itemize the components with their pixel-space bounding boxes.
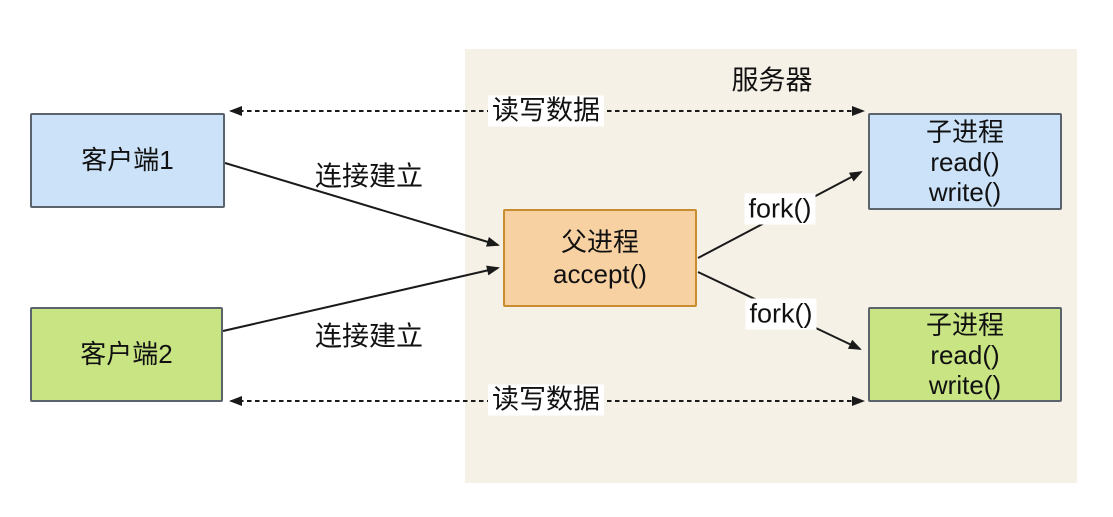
child-process2-title: 子进程 (925, 309, 1004, 340)
fork-label-top: fork() (744, 193, 816, 225)
child-process1-write: write() (928, 176, 1002, 207)
client1-label: 客户端1 (81, 145, 174, 175)
child-process2-node: 子进程 read() write() (868, 307, 1062, 402)
child-process2-read: read() (930, 339, 1000, 370)
client2-node: 客户端2 (30, 307, 223, 402)
child-process1-title: 子进程 (925, 116, 1004, 147)
rw-data-label-top: 读写数据 (488, 95, 604, 127)
parent-process-call: accept() (553, 259, 647, 289)
connect-arrow-client1-to-parent (224, 162, 500, 247)
connect-arrow-client2-to-parent (222, 265, 500, 332)
child-process1-read: read() (930, 146, 1000, 177)
child-process1-node: 子进程 read() write() (868, 113, 1062, 210)
child-process2-write: write() (928, 369, 1002, 400)
parent-process-node: 父进程 accept() (503, 209, 697, 307)
fork-label-bottom: fork() (745, 298, 817, 330)
parent-process-title: 父进程 (560, 227, 639, 257)
connect-label-bottom: 连接建立 (315, 321, 423, 352)
server-region-label: 服务器 (731, 65, 813, 96)
rw-data-label-bottom: 读写数据 (488, 384, 604, 416)
connect-label-top: 连接建立 (315, 161, 423, 192)
client2-label: 客户端2 (80, 339, 173, 369)
client1-node: 客户端1 (30, 113, 225, 208)
